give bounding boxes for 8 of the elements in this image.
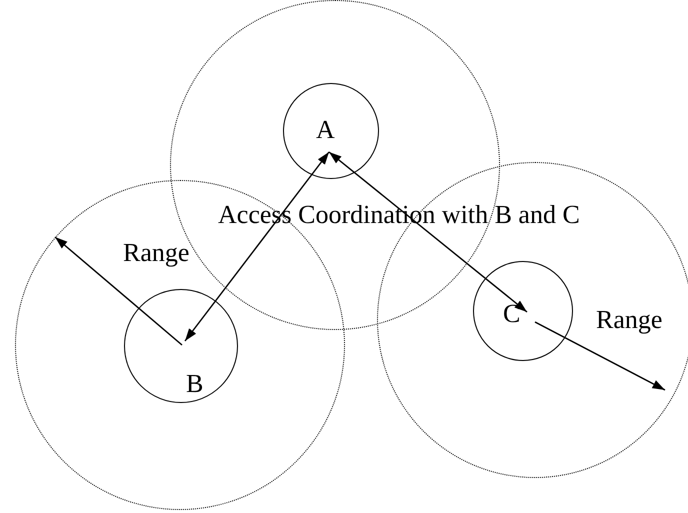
node-label: A xyxy=(316,117,335,143)
text-label: Range xyxy=(596,307,662,333)
node-circle xyxy=(124,289,238,403)
text-label: Range xyxy=(123,240,190,266)
arrow xyxy=(328,151,528,313)
node-circle xyxy=(473,261,573,361)
node-label: B xyxy=(186,371,204,397)
node-circle xyxy=(283,83,379,179)
